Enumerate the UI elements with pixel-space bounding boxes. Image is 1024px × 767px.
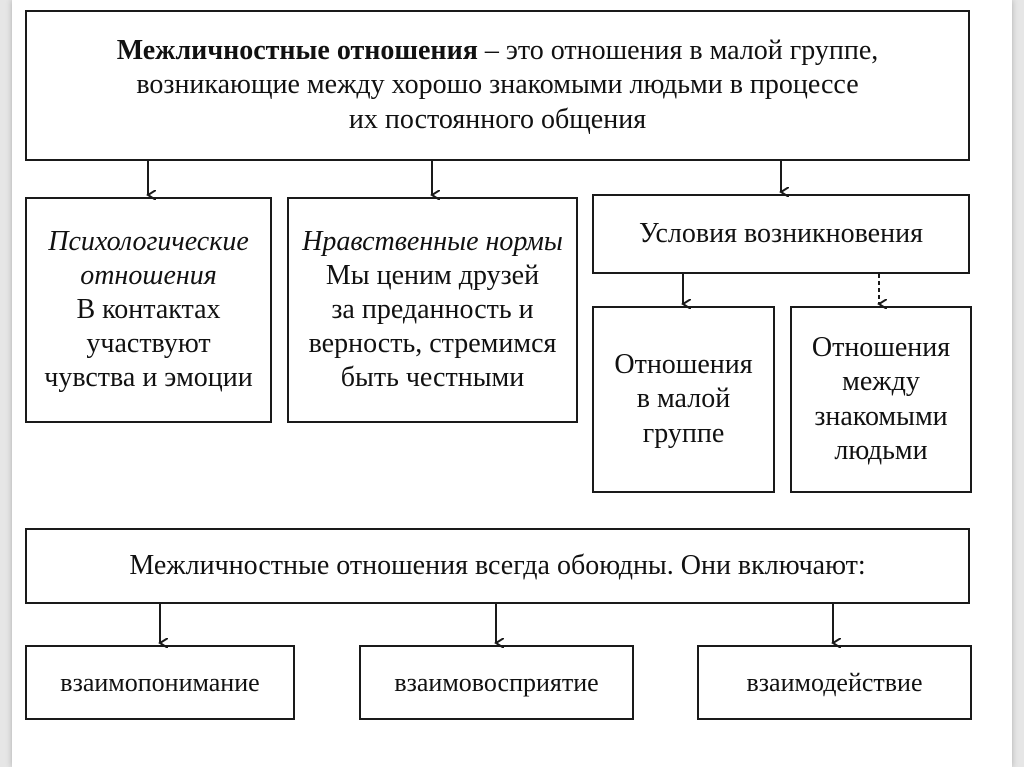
small-group-line-3: группе	[642, 417, 725, 449]
definition-line-1-rest: – это отношения в малой группе,	[477, 35, 879, 67]
acquaintances-line-3: знакомыми	[814, 400, 948, 432]
acquaintances-line-1: Отношения	[811, 332, 951, 364]
mutual-statement: Межличностные отношения всегда обоюдны. …	[129, 549, 866, 581]
acquaintances-line-2: между	[842, 366, 920, 398]
item-understanding-box: взаимопонимание	[25, 645, 295, 720]
item-perception: взаимовосприятие	[394, 667, 599, 697]
small-group-box: Отношения в малой группе	[592, 306, 775, 493]
moral-text-4: быть честными	[340, 362, 525, 394]
moral-norms-box: Нравственные нормы Мы ценим друзей за пр…	[287, 197, 578, 423]
psychological-text-2: участвуют	[86, 328, 211, 360]
moral-text-3: верность, стремимся	[308, 328, 557, 360]
acquaintances-box: Отношения между знакомыми людьми	[790, 306, 972, 493]
psychological-box: Психологические отношения В контактах уч…	[25, 197, 272, 423]
definition-line-2: возникающие между хорошо знакомыми людьм…	[136, 69, 859, 101]
definition-term: Межличностные отношения	[116, 35, 478, 67]
psychological-title-1: Психологические	[48, 225, 249, 257]
item-understanding: взаимопонимание	[60, 667, 260, 697]
definition-box: Межличностные отношения – это отношения …	[25, 10, 970, 161]
moral-text-1: Мы ценим друзей	[325, 259, 540, 291]
mutual-statement-box: Межличностные отношения всегда обоюдны. …	[25, 528, 970, 604]
moral-title: Нравственные нормы	[302, 225, 563, 257]
small-group-line-1: Отношения	[614, 349, 753, 381]
definition-line-1: Межличностные отношения – это отношения …	[117, 34, 879, 68]
acquaintances-line-4: людьми	[834, 434, 928, 466]
psychological-text-1: В контактах	[76, 293, 221, 325]
small-group-line-2: в малой	[636, 383, 731, 415]
item-interaction-box: взаимодействие	[697, 645, 972, 720]
psychological-text-3: чувства и эмоции	[44, 362, 253, 394]
item-interaction: взаимодействие	[746, 667, 923, 697]
psychological-title-2: отношения	[80, 259, 217, 291]
item-perception-box: взаимовосприятие	[359, 645, 634, 720]
moral-text-2: за преданность и	[331, 293, 534, 325]
definition-line-3: их постоянного общения	[348, 103, 647, 135]
conditions-title: Условия возникновения	[639, 217, 923, 249]
